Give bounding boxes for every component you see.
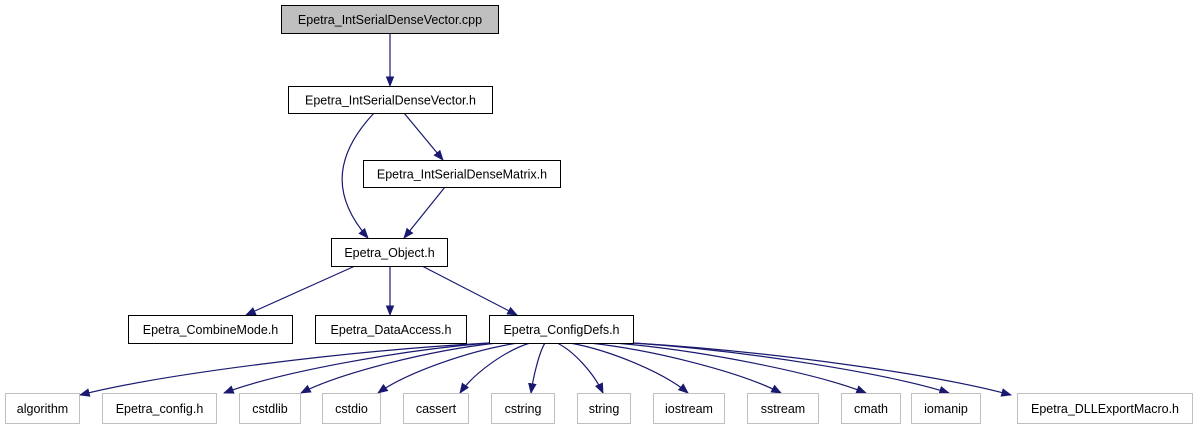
node-cmath[interactable]: cmath: [841, 393, 901, 424]
node-label: cstdlib: [252, 402, 287, 416]
node-label: Epetra_IntSerialDenseVector.h: [305, 94, 476, 108]
node-box: [577, 393, 631, 424]
edge-epetra-intserialdensematrix-h-to-epetra-object-h: [403, 186, 446, 239]
node-box: [403, 393, 469, 424]
node-box: [128, 315, 293, 344]
node-cstdio[interactable]: cstdio: [322, 393, 381, 424]
node-box: [288, 86, 493, 114]
node-label: cassert: [416, 402, 457, 416]
node-box: [1017, 393, 1193, 424]
node-epetra-config-h[interactable]: Epetra_config.h: [102, 393, 217, 424]
edge-epetra-configdefs-h-to-epetra-dllexportmacro-h: [632, 342, 1013, 397]
node-epetra-intserialdensevector-cpp[interactable]: Epetra_IntSerialDenseVector.cpp: [281, 5, 499, 34]
node-string[interactable]: string: [577, 393, 631, 424]
node-box: [102, 393, 217, 424]
node-box: [322, 393, 381, 424]
node-box: [315, 315, 467, 344]
node-epetra-configdefs-h[interactable]: Epetra_ConfigDefs.h: [489, 315, 634, 344]
node-cassert[interactable]: cassert: [403, 393, 469, 424]
node-box: [489, 315, 634, 344]
nodes-layer: Epetra_IntSerialDenseVector.cppEpetra_In…: [5, 5, 1193, 424]
node-cstdlib[interactable]: cstdlib: [239, 393, 301, 424]
node-label: Epetra_DataAccess.h: [331, 323, 452, 337]
node-epetra-intserialdensevector-h[interactable]: Epetra_IntSerialDenseVector.h: [288, 86, 493, 114]
edges-layer: [78, 33, 1013, 397]
node-box: [239, 393, 301, 424]
node-epetra-intserialdensematrix-h[interactable]: Epetra_IntSerialDenseMatrix.h: [363, 160, 561, 188]
node-label: Epetra_IntSerialDenseVector.cpp: [298, 13, 482, 27]
node-label: Epetra_DLLExportMacro.h: [1031, 402, 1179, 416]
node-box: [841, 393, 901, 424]
node-box: [911, 393, 981, 424]
node-iostream[interactable]: iostream: [653, 393, 725, 424]
edge-epetra-configdefs-h-to-iomanip: [632, 342, 951, 395]
node-label: cstring: [505, 402, 542, 416]
edge-epetra-intserialdensevector-h-to-epetra-intserialdensematrix-h: [403, 112, 444, 161]
edge-epetra-object-h-to-epetra-configdefs-h: [421, 265, 518, 316]
node-epetra-combinemode-h[interactable]: Epetra_CombineMode.h: [128, 315, 293, 344]
node-epetra-dllexportmacro-h[interactable]: Epetra_DLLExportMacro.h: [1017, 393, 1193, 424]
node-iomanip[interactable]: iomanip: [911, 393, 981, 424]
edge-epetra-configdefs-h-to-string: [556, 342, 604, 394]
node-sstream[interactable]: sstream: [747, 393, 819, 424]
node-box: [363, 160, 561, 188]
node-box: [5, 393, 80, 424]
edge-epetra-configdefs-h-to-iostream: [569, 342, 689, 394]
edge-epetra-configdefs-h-to-cstring: [528, 342, 546, 395]
node-label: string: [589, 402, 620, 416]
node-box: [653, 393, 725, 424]
node-box: [491, 393, 555, 424]
node-label: Epetra_IntSerialDenseMatrix.h: [377, 168, 547, 182]
edge-epetra-intserialdensevector-h-to-epetra-object-h: [341, 112, 375, 239]
node-label: Epetra_config.h: [116, 402, 204, 416]
edge-epetra-configdefs-h-to-algorithm: [78, 342, 490, 397]
node-label: cstdio: [335, 402, 368, 416]
node-label: Epetra_ConfigDefs.h: [503, 323, 619, 337]
node-epetra-object-h[interactable]: Epetra_Object.h: [331, 238, 448, 267]
node-box: [747, 393, 819, 424]
node-box: [331, 238, 448, 267]
node-label: algorithm: [17, 402, 68, 416]
edge-epetra-configdefs-h-to-cstdio: [377, 342, 519, 394]
edge-epetra-configdefs-h-to-epetra-config-h: [222, 342, 490, 394]
node-algorithm[interactable]: algorithm: [5, 393, 80, 424]
edge-epetra-configdefs-h-to-sstream: [589, 342, 782, 394]
edge-epetra-configdefs-h-to-cassert: [459, 342, 531, 394]
node-epetra-dataaccess-h[interactable]: Epetra_DataAccess.h: [315, 315, 467, 344]
node-cstring[interactable]: cstring: [491, 393, 555, 424]
node-label: cmath: [854, 402, 888, 416]
edge-epetra-object-h-to-epetra-combinemode-h: [245, 265, 356, 316]
node-label: iomanip: [924, 402, 968, 416]
edge-epetra-configdefs-h-to-cstdlib: [300, 342, 498, 394]
node-label: Epetra_CombineMode.h: [143, 323, 279, 337]
edge-epetra-configdefs-h-to-cmath: [614, 342, 868, 394]
node-label: sstream: [761, 402, 805, 416]
node-box: [281, 5, 499, 34]
node-label: Epetra_Object.h: [344, 246, 434, 260]
node-label: iostream: [665, 402, 713, 416]
